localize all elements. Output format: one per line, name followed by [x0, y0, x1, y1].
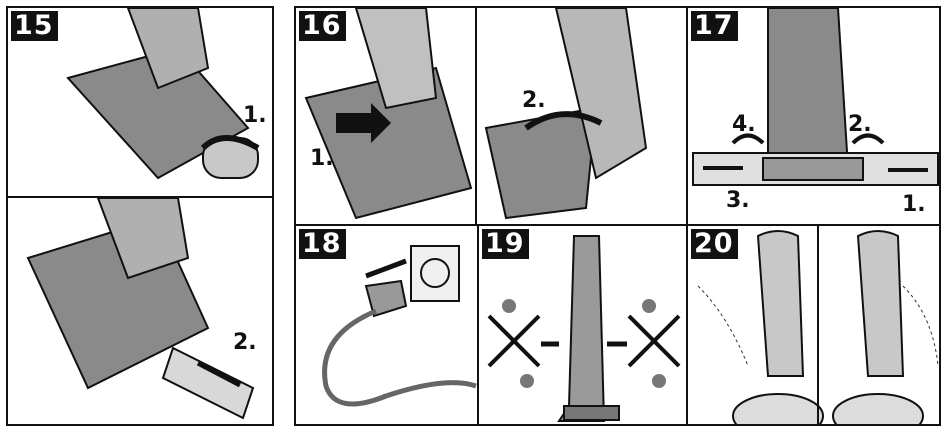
step-number: 18 — [299, 229, 346, 259]
step-number: 15 — [11, 11, 58, 41]
step-label: 2. — [233, 330, 257, 355]
panel-15-bottom: 2. — [6, 196, 274, 426]
step-number: 16 — [299, 11, 346, 41]
wall-socket-icon — [411, 246, 459, 301]
step-label: 2. — [522, 88, 546, 113]
step-label: 3. — [726, 188, 750, 213]
panel-16: 16 1. 2. — [294, 6, 688, 226]
water-drop-icon — [642, 299, 656, 313]
step-label: 4. — [732, 112, 756, 137]
straight-arrow-icon — [366, 261, 406, 276]
water-drop-icon — [652, 374, 666, 388]
tube-detach-illustration — [8, 198, 274, 426]
step-number: 20 — [691, 229, 738, 259]
panel-17: 17 4. 2. 3. 1. — [686, 6, 941, 226]
step-label: 1. — [243, 103, 267, 128]
step-number: 17 — [691, 11, 738, 41]
step-label: 1. — [902, 192, 926, 217]
step-label: 1. — [310, 146, 334, 171]
water-drop-icon — [520, 374, 534, 388]
panel-20: 20 — [686, 224, 941, 426]
step-label: 2. — [848, 112, 872, 137]
panel-15-top: 15 1. — [6, 6, 274, 198]
panel-19: 19 — [477, 224, 688, 426]
water-drop-icon — [502, 299, 516, 313]
brush-open-illustration — [296, 8, 688, 226]
panel-18: 18 — [294, 224, 479, 426]
step-number: 19 — [482, 229, 529, 259]
